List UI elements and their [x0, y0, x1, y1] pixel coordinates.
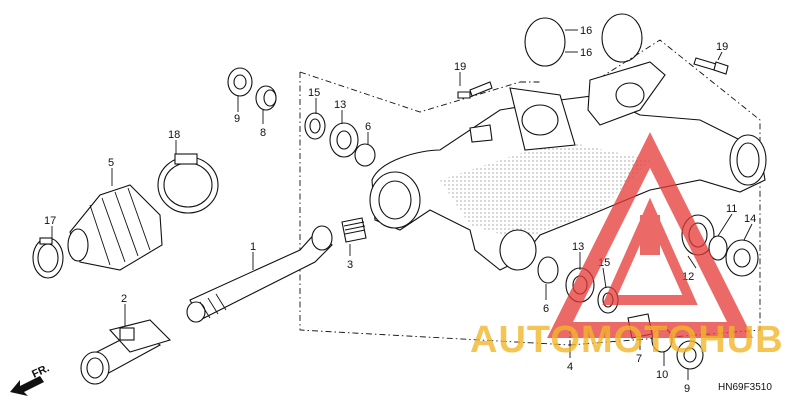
callout-19-right: 19 [716, 41, 728, 53]
spring [341, 217, 367, 243]
ring-6-lower [537, 256, 559, 284]
callout-19-left: 19 [454, 61, 466, 73]
nut-9-lower [676, 340, 704, 370]
callout-15-upper: 15 [308, 87, 320, 99]
leader-lines [51, 29, 753, 380]
watermark-text: AUTOMOTOHUB [470, 319, 784, 361]
callout-18: 18 [168, 129, 180, 141]
callout-2: 2 [121, 293, 127, 305]
callout-13-lower: 13 [572, 241, 584, 253]
callout-7: 7 [636, 353, 642, 365]
callout-1: 1 [250, 241, 256, 253]
drive-shaft [186, 225, 333, 323]
nut-9-upper [227, 67, 253, 97]
bearing-15-upper [304, 112, 326, 140]
bolt-19-right [693, 57, 729, 75]
callout-11: 11 [726, 203, 737, 215]
callout-6-upper: 6 [365, 121, 371, 133]
bearing-13-upper [329, 122, 359, 158]
universal-joint [80, 319, 172, 385]
seal-8 [255, 85, 277, 111]
callout-13-upper: 13 [334, 99, 346, 111]
seal-14 [725, 239, 759, 277]
o-ring-16-right [601, 13, 643, 63]
callout-16-upper: 16 [580, 25, 592, 37]
diagram-code: HN69F3510 [718, 382, 772, 393]
boot [67, 184, 163, 271]
small-clamp [32, 237, 64, 279]
callout-14: 14 [744, 213, 756, 225]
cap-6-upper [354, 143, 376, 167]
callout-8: 8 [260, 127, 266, 139]
bolt-19-left [457, 81, 493, 99]
front-direction-arrow: FR. [10, 362, 51, 396]
callout-6-lower: 6 [543, 303, 549, 315]
callout-4: 4 [567, 361, 573, 373]
callout-16-lower: 16 [580, 47, 592, 59]
callout-3: 3 [347, 259, 353, 271]
direction-label: FR. [30, 362, 51, 380]
large-clamp [157, 153, 219, 214]
o-ring-16-left [524, 17, 566, 67]
watermark-logo [547, 132, 753, 338]
callout-9-lower: 9 [684, 383, 690, 395]
swingarm [369, 61, 767, 271]
callout-5: 5 [108, 157, 114, 169]
callout-9-upper: 9 [234, 113, 240, 125]
callout-17: 17 [44, 215, 56, 227]
callout-10: 10 [656, 369, 668, 381]
